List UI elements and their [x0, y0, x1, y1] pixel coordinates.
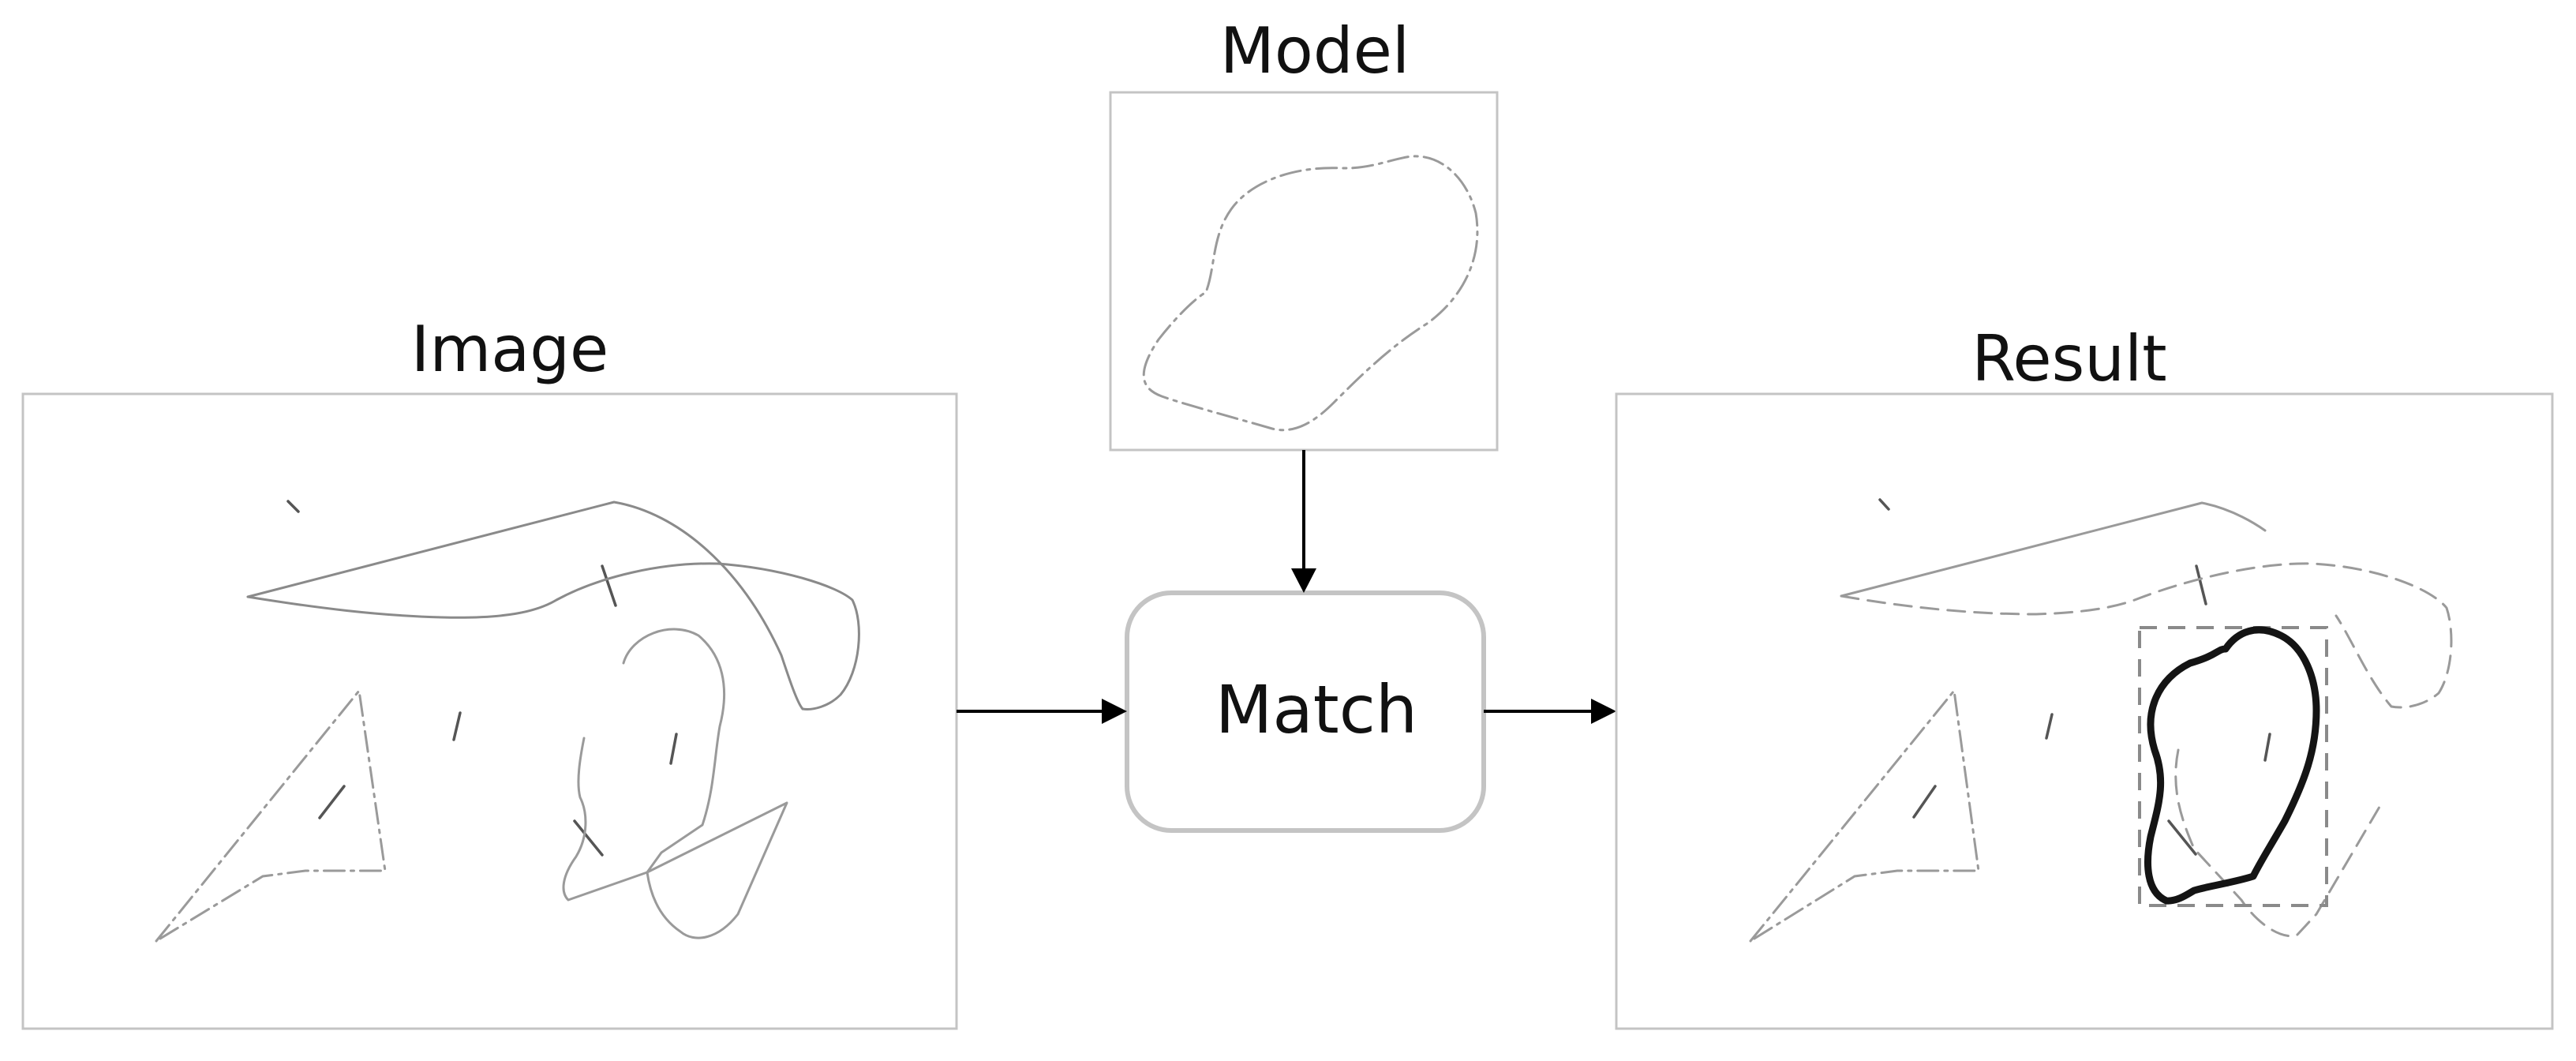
result-tick	[1878, 498, 1890, 511]
image-label: Image	[411, 313, 609, 386]
result-triangle-shape	[1749, 688, 1980, 943]
arrow-model-to-match-head	[1291, 568, 1316, 593]
arrow-image-to-match	[957, 699, 1127, 724]
model-label: Model	[1220, 14, 1410, 88]
arrow-match-to-result	[1484, 699, 1616, 724]
model-panel	[1109, 91, 1499, 452]
result-tick	[2195, 564, 2207, 605]
matched-model-outline	[2144, 626, 2320, 905]
result-clutter-shape	[2174, 748, 2383, 938]
result-tick	[1912, 785, 1937, 819]
image-tick	[669, 733, 678, 765]
arrow-image-to-match-head	[1102, 699, 1127, 724]
image-panel	[21, 392, 958, 1030]
image-tick	[601, 564, 617, 607]
arrow-match-to-result-head	[1591, 699, 1616, 724]
result-wedge-underside	[1840, 562, 2453, 709]
result-tick	[2167, 819, 2197, 856]
result-panel	[1615, 392, 2554, 1030]
image-quad-shape	[646, 801, 788, 939]
image-wedge-shape	[246, 501, 804, 710]
result-wedge-shape	[1840, 501, 2267, 598]
image-triangle-shape	[155, 688, 387, 943]
model-shape	[1142, 155, 1479, 432]
result-frame	[1615, 392, 2554, 1030]
image-tick	[286, 500, 300, 513]
image-frame	[21, 392, 958, 1030]
result-label: Result	[1971, 322, 2166, 396]
arrow-model-to-match	[1291, 450, 1316, 593]
match-node: Match	[1125, 590, 1486, 833]
image-candidate-shape	[562, 628, 725, 902]
result-tick	[2045, 713, 2054, 740]
result-tick	[2263, 733, 2271, 762]
model-frame	[1109, 91, 1499, 452]
image-tick	[318, 785, 346, 819]
detection-bounding-box	[2138, 626, 2328, 907]
image-tick	[452, 711, 462, 741]
image-wedge-underside	[246, 562, 860, 710]
match-label: Match	[1215, 671, 1417, 748]
image-tick	[573, 819, 604, 857]
